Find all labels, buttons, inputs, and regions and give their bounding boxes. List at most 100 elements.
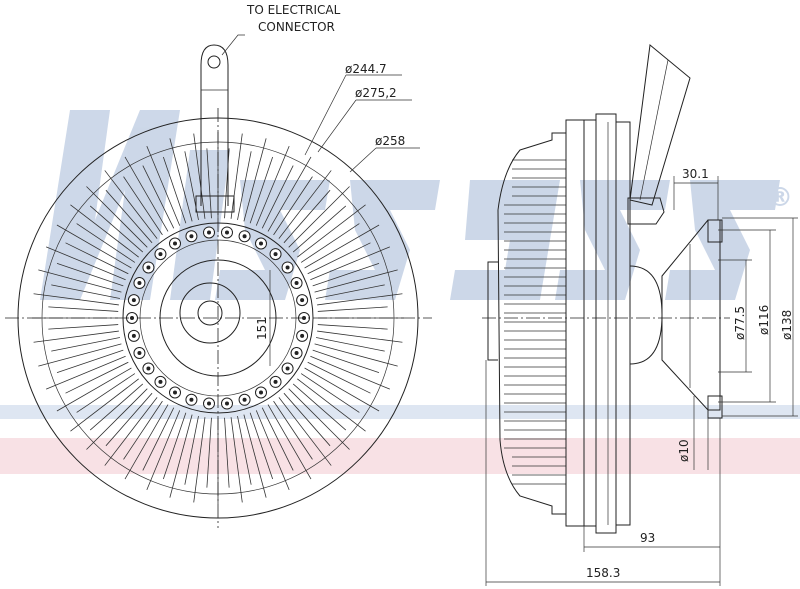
fin (314, 343, 398, 367)
fin (288, 388, 350, 450)
bolt-hole-center (242, 397, 247, 402)
fin (288, 186, 350, 248)
d258-label: ø258 (375, 134, 405, 148)
d10-label: ø10 (677, 439, 691, 462)
bolt-hole-center (273, 252, 278, 257)
fin (193, 417, 206, 503)
fin (193, 133, 206, 219)
bolt-hole-center (189, 234, 194, 239)
fin (56, 367, 132, 412)
wire-harness (629, 44, 691, 206)
fin (104, 170, 158, 239)
fin (124, 404, 169, 480)
fin (237, 151, 252, 220)
fin (297, 378, 366, 432)
fin (312, 349, 380, 374)
fin (278, 397, 332, 466)
fin (51, 337, 120, 352)
fin (70, 378, 139, 432)
fin (283, 392, 331, 447)
d138-label: ø138 (780, 310, 794, 340)
bolt-hole-center (273, 379, 278, 384)
fin (104, 397, 158, 466)
bolt-hole-center (259, 390, 263, 395)
fin (162, 412, 187, 480)
d258-leader (349, 147, 377, 173)
w30-label: 30.1 (682, 167, 709, 181)
fin (300, 373, 360, 413)
side-hub-bump (487, 261, 498, 361)
d275-label: ø275,2 (355, 86, 397, 100)
fin (38, 343, 122, 367)
bolt-hole-center (137, 281, 142, 286)
fin (70, 204, 139, 258)
bolt-hole-center (285, 366, 290, 371)
fin (304, 367, 380, 412)
fin (124, 156, 169, 232)
bolt-hole-center (300, 333, 305, 338)
fin (310, 355, 390, 390)
fin (292, 205, 347, 253)
fin (76, 373, 136, 413)
bolt-hole-center (173, 390, 177, 395)
bolt-hole-center (294, 281, 299, 286)
fin (206, 417, 212, 488)
fin (184, 416, 199, 485)
fin (317, 293, 403, 306)
fin (261, 165, 294, 229)
bolt-hole-center (131, 298, 136, 303)
bolt-hole-center (158, 379, 163, 384)
fin (56, 224, 132, 269)
fin (123, 176, 163, 236)
fin (146, 146, 181, 226)
fin (243, 414, 267, 498)
fin (300, 223, 360, 263)
fin (312, 262, 380, 287)
w158-label: 158.3 (586, 566, 620, 580)
fin (304, 224, 380, 269)
fin (123, 400, 163, 460)
fin (237, 416, 252, 485)
fin (142, 165, 175, 229)
fin (33, 293, 119, 306)
fin (267, 404, 312, 480)
fin (230, 417, 243, 503)
fin (206, 148, 212, 219)
fin (317, 306, 388, 312)
fin (317, 330, 403, 343)
fin (230, 133, 243, 219)
fin (283, 189, 331, 244)
fin (267, 156, 312, 232)
fin (297, 204, 366, 258)
fin (86, 388, 148, 450)
fin (46, 246, 126, 281)
bolt-hole-center (285, 265, 290, 270)
fin (65, 242, 129, 275)
fin (273, 176, 313, 236)
d244-leader (304, 74, 347, 156)
fin (169, 414, 193, 498)
fin (48, 324, 119, 330)
fin (105, 392, 153, 447)
fin (292, 383, 347, 431)
fin (56, 349, 124, 374)
bolt-hole-center (146, 366, 151, 371)
fin (89, 383, 144, 431)
w93-label: 93 (640, 531, 655, 545)
connector-plug (627, 197, 665, 225)
side-rear-boss (629, 265, 663, 365)
fin (316, 284, 385, 299)
fin (255, 146, 290, 226)
bolt-hole-center (207, 230, 212, 235)
fan-fins (32, 132, 404, 504)
fin (310, 246, 390, 281)
watermark-blue-band (0, 405, 800, 419)
fin (76, 223, 136, 263)
fin (278, 170, 332, 239)
fin (314, 269, 398, 293)
fin (317, 324, 388, 330)
fin (38, 269, 122, 293)
fin (249, 156, 274, 224)
fin (307, 361, 371, 394)
